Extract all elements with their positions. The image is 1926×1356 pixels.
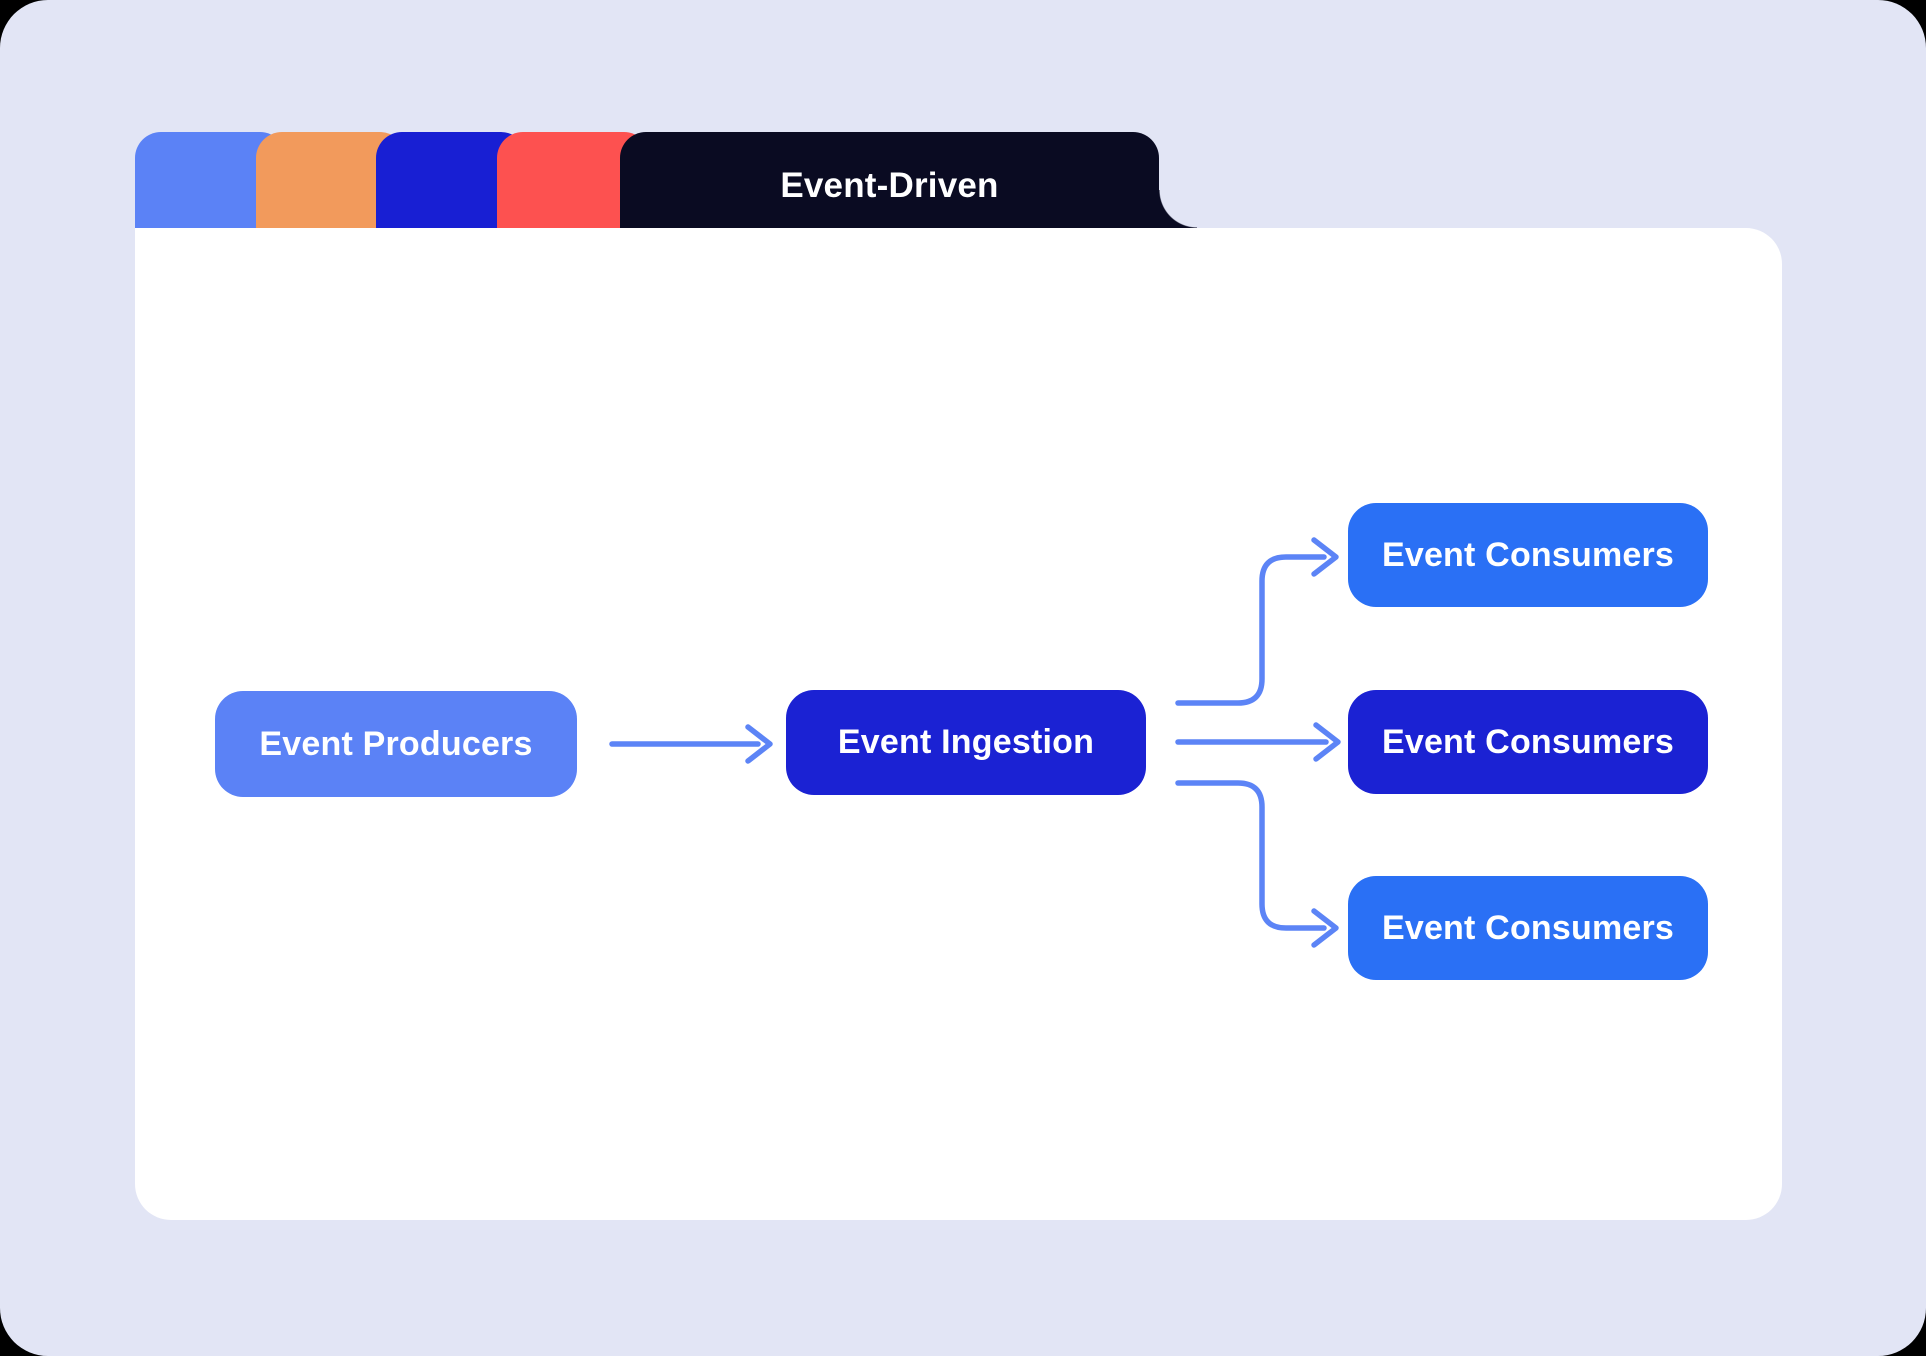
node-event-consumers-middle-label: Event Consumers [1381, 722, 1675, 761]
node-event-consumers-middle: Event Consumers [1348, 690, 1708, 794]
node-event-producers: Event Producers [215, 691, 577, 797]
node-event-ingestion: Event Ingestion [786, 690, 1146, 795]
node-event-producers-label: Event Producers [259, 724, 533, 763]
tab-event-driven[interactable]: Event-Driven [620, 132, 1197, 228]
node-event-consumers-top-label: Event Consumers [1381, 535, 1675, 574]
node-event-consumers-top: Event Consumers [1348, 503, 1708, 607]
node-event-consumers-bottom-label: Event Consumers [1381, 908, 1675, 947]
tab-corner-flare [1159, 190, 1197, 228]
node-event-ingestion-label: Event Ingestion [837, 723, 1095, 761]
node-event-consumers-bottom: Event Consumers [1348, 876, 1708, 980]
tab-event-driven-label: Event-Driven [780, 166, 999, 205]
